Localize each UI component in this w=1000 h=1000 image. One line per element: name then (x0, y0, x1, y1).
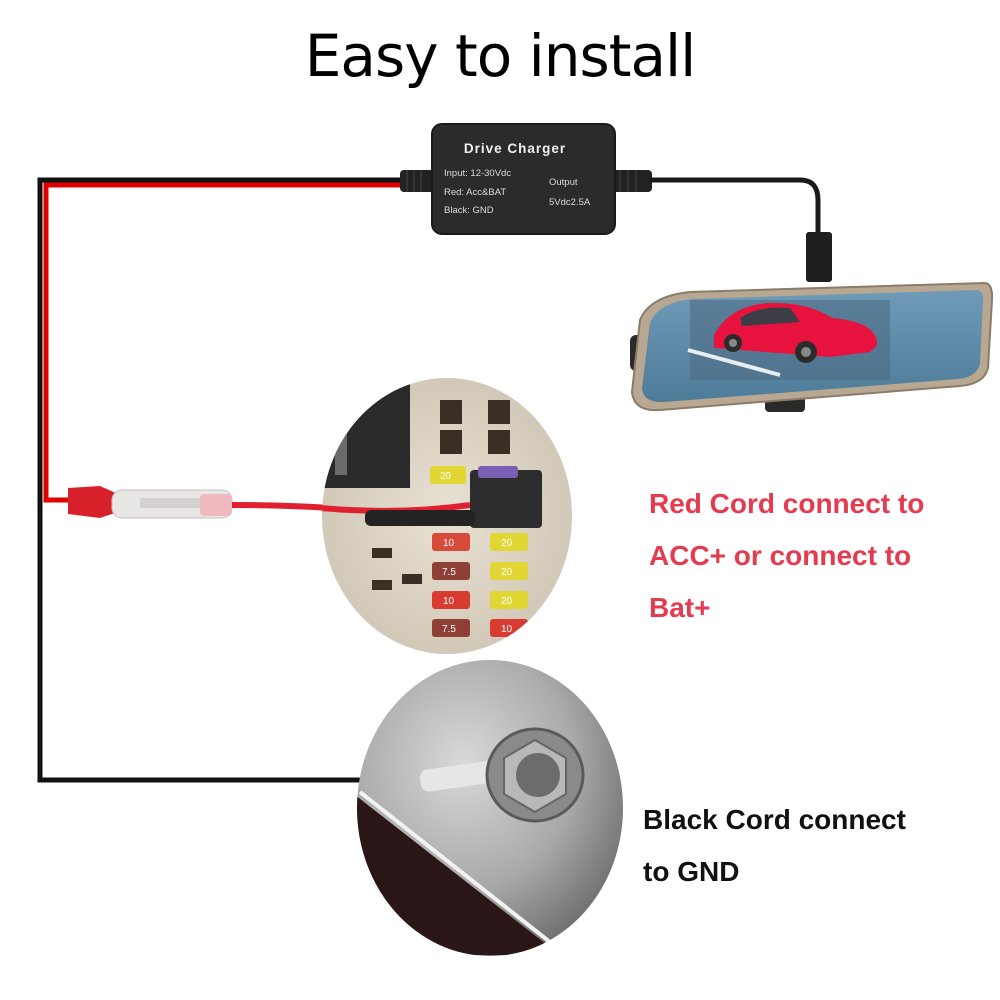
red-cord-note-line: Bat+ (649, 592, 711, 623)
black-cord-note-line: to GND (643, 856, 740, 887)
rearview-mirror-dashcam (630, 281, 994, 412)
fuse-label: 10 (501, 624, 513, 635)
page-title: Easy to install (304, 22, 696, 90)
charger-red-spec: Red: Acc&BAT (444, 187, 507, 198)
fuse-labels: 20 10 20 7.5 20 10 20 7.5 10 (440, 471, 513, 635)
charger-input-spec: Input: 12-30Vdc (444, 168, 512, 179)
charger-output-label: Output (549, 177, 578, 188)
charger-strain-relief-right (612, 170, 652, 192)
black-cord-note: Black Cord connect to GND (643, 794, 906, 898)
fuse-label: 20 (501, 538, 513, 549)
inline-fuse-holder (68, 486, 331, 519)
charger-black-spec: Black: GND (444, 205, 494, 216)
fuse-label: 20 (501, 567, 513, 578)
black-cord-note-line: Black Cord connect (643, 804, 906, 835)
charger-name: Drive Charger (463, 141, 567, 156)
charger-strain-relief-left (400, 170, 434, 192)
fuse-label: 7.5 (442, 567, 456, 578)
red-wire (43, 182, 405, 503)
mirror-screen-car-image (687, 300, 890, 380)
red-cord-note: Red Cord connect to ACC+ or connect to B… (649, 478, 924, 634)
fuse-label: 7.5 (442, 624, 456, 635)
black-wire (37, 177, 405, 783)
red-cord-note-line: ACC+ or connect to (649, 540, 912, 571)
fuse-label: 10 (443, 538, 455, 549)
charger-output-value: 5Vdc2.5A (549, 197, 591, 208)
ground-bolt-photo (357, 660, 623, 956)
fuse-label: 20 (501, 596, 513, 607)
red-cord-note-line: Red Cord connect to (649, 488, 925, 519)
drive-charger-box (431, 123, 616, 235)
fuse-label: 20 (440, 471, 452, 482)
fuse-label: 10 (443, 596, 455, 607)
output-cable (650, 177, 832, 282)
fuse-box-photo (322, 378, 572, 654)
